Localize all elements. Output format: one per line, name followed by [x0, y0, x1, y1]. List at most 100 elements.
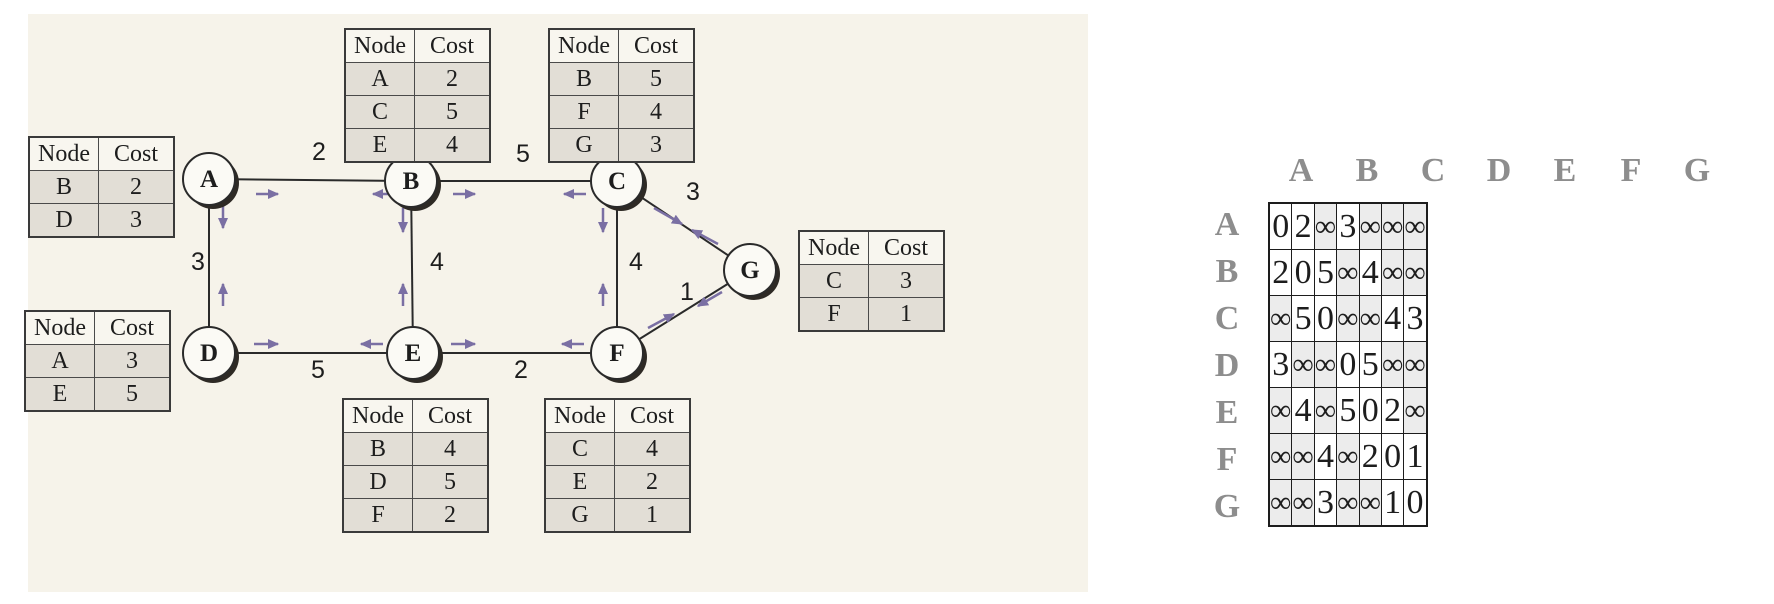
- matrix-cell: ∞: [1268, 433, 1293, 480]
- node-circle: [723, 243, 777, 297]
- table-cell: G: [548, 128, 619, 163]
- table-cell: 2: [98, 170, 175, 204]
- node-F: F: [590, 326, 647, 383]
- edge-cost-label: 4: [629, 248, 643, 276]
- matrix-column-header: A: [1288, 152, 1314, 189]
- edge-cost-label: 2: [514, 356, 528, 384]
- matrix-cell: 0: [1358, 387, 1382, 434]
- node-B: B: [384, 154, 441, 211]
- matrix-row-header: C: [1214, 300, 1240, 337]
- table-cell: 4: [618, 95, 695, 129]
- node-label: F: [609, 340, 624, 367]
- edge-cost-label: 5: [311, 356, 325, 384]
- matrix-cell: ∞: [1336, 249, 1360, 296]
- header-cost: Cost: [412, 398, 489, 433]
- node-circle: [386, 326, 440, 380]
- table-cell: F: [342, 498, 413, 533]
- matrix-cell: ∞: [1358, 479, 1382, 527]
- matrix-column-header: G: [1683, 152, 1711, 189]
- matrix-cell: 1: [1403, 433, 1428, 480]
- matrix-cell: ∞: [1313, 202, 1338, 250]
- edge-cost-label: 4: [430, 248, 444, 276]
- matrix-column-header: F: [1620, 152, 1642, 189]
- table-cell: F: [548, 95, 619, 129]
- header-cost: Cost: [614, 398, 691, 433]
- matrix-cell: 2: [1358, 433, 1382, 480]
- matrix-row-header: E: [1215, 394, 1239, 431]
- table-cell: D: [28, 203, 99, 238]
- matrix-cell: 0: [1403, 479, 1428, 527]
- matrix-cell: 4: [1313, 433, 1338, 480]
- table-cell: 2: [614, 465, 691, 499]
- matrix-cell: 5: [1336, 387, 1360, 434]
- table-cell: 4: [614, 432, 691, 466]
- matrix-cell: 4: [1380, 295, 1405, 342]
- node-label: A: [200, 166, 218, 193]
- matrix-cell: 4: [1358, 249, 1382, 296]
- table-cell: 4: [414, 128, 491, 163]
- table-cell: 5: [618, 62, 695, 96]
- matrix-cell: 0: [1380, 433, 1405, 480]
- matrix-cell: ∞: [1313, 341, 1338, 388]
- node-label: E: [405, 340, 422, 367]
- direction-arrow-icon: [647, 312, 676, 330]
- node-circle: [590, 326, 644, 380]
- matrix-cell: ∞: [1291, 341, 1315, 388]
- node-G: G: [723, 243, 780, 300]
- node-C: C: [590, 154, 647, 211]
- edge-cost-label: 1: [680, 278, 694, 306]
- matrix-cell: 2: [1268, 249, 1293, 296]
- node-label: C: [608, 168, 626, 195]
- node-D: D: [182, 326, 239, 383]
- node-label: D: [200, 340, 218, 367]
- matrix-cell: ∞: [1291, 479, 1315, 527]
- table-cell: E: [24, 377, 95, 412]
- edge-cost-label: 3: [686, 178, 700, 206]
- matrix-cell: ∞: [1403, 249, 1428, 296]
- matrix-cell: 4: [1291, 387, 1315, 434]
- header-node: Node: [798, 230, 869, 265]
- matrix-cell: 5: [1291, 295, 1315, 342]
- table-cell: F: [798, 297, 869, 332]
- matrix-row-header: G: [1213, 488, 1241, 525]
- header-cost: Cost: [868, 230, 945, 265]
- table-cell: 3: [868, 264, 945, 298]
- matrix-cell: ∞: [1358, 202, 1382, 250]
- matrix-column-header: C: [1420, 152, 1446, 189]
- direction-arrow-icon: [696, 290, 723, 308]
- table-cell: E: [344, 128, 415, 163]
- matrix-cell: 0: [1291, 249, 1315, 296]
- table-cell: 5: [412, 465, 489, 499]
- matrix-row-header: D: [1214, 347, 1240, 384]
- edge-cost-label: 2: [312, 138, 326, 166]
- matrix-cell: 5: [1313, 249, 1338, 296]
- matrix-cell: 3: [1336, 202, 1360, 250]
- header-node: Node: [28, 136, 99, 171]
- table-cell: 2: [414, 62, 491, 96]
- matrix-cell: ∞: [1403, 387, 1428, 434]
- matrix-row-header: A: [1214, 206, 1240, 243]
- table-cell: 1: [868, 297, 945, 332]
- matrix-cell: 0: [1313, 295, 1338, 342]
- matrix-cell: 3: [1268, 341, 1293, 388]
- header-cost: Cost: [98, 136, 175, 171]
- edge-cost-label: 3: [191, 248, 205, 276]
- matrix-cell: 3: [1403, 295, 1428, 342]
- matrix-cell: ∞: [1403, 202, 1428, 250]
- table-cell: E: [544, 465, 615, 499]
- table-cell: D: [342, 465, 413, 499]
- matrix-cell: 0: [1268, 202, 1293, 250]
